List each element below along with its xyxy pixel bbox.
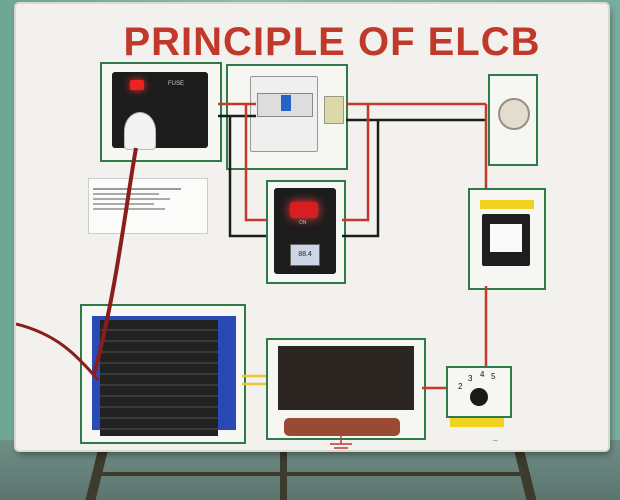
lamp-panel: [488, 74, 538, 166]
elcb-auxiliary-box: [324, 96, 344, 124]
breaker-test-button[interactable]: [281, 95, 291, 111]
switch-label: FUSE: [168, 81, 185, 87]
board-title: PRINCIPLE OF ELCB: [123, 20, 541, 64]
elcb-panel: [226, 64, 348, 170]
dial-number-2: 2: [458, 382, 463, 391]
switch-indicator-light: [130, 80, 144, 90]
resistor-base: [278, 346, 414, 410]
lcd-value: 88.4: [298, 251, 312, 258]
switch-display-panel: ON 88.4: [266, 180, 346, 284]
pencil-marks: ~: [492, 436, 499, 445]
wire-red-down: [244, 104, 266, 222]
fault-detector-panel: [468, 188, 546, 290]
switch2-label: ON: [299, 220, 307, 226]
plug-top[interactable]: [124, 112, 156, 150]
fault-detector-device: [482, 214, 530, 266]
elcb-breaker[interactable]: [250, 76, 318, 152]
wire-red-right: [342, 104, 370, 222]
cable-red-left: [16, 322, 100, 381]
switch-socket-unit: FUSE: [112, 72, 208, 150]
wiring-diagram: [16, 102, 488, 449]
selector-tag: [450, 418, 504, 427]
selector-panel: 2 3 4 5: [446, 366, 512, 418]
cable-red: [92, 147, 138, 375]
switch-display-unit: ON 88.4: [274, 188, 336, 274]
lcd-display: 88.4: [290, 244, 320, 266]
dial-number-3: 3: [468, 374, 473, 383]
wire-black-top: [218, 114, 486, 122]
dial-number-4: 4: [480, 370, 485, 379]
switch2-indicator-light: [290, 202, 318, 218]
socket-panel: FUSE: [100, 62, 222, 162]
selector-knob[interactable]: [470, 388, 488, 406]
description-card: [88, 178, 208, 234]
description-lines: [93, 185, 203, 213]
wire-yellow-link: [242, 374, 266, 386]
wire-black-right: [342, 120, 380, 238]
training-board: PRINCIPLE OF ELCB FUSE ON 88.4: [16, 4, 608, 450]
lamp-holder-icon: [498, 98, 530, 130]
earth-symbol: [330, 436, 352, 449]
resistor-panel: [266, 338, 426, 440]
fault-detector-window: [490, 224, 522, 252]
resistor-body: [284, 418, 400, 436]
dial-number-5: 5: [491, 372, 496, 381]
wire-black-down: [228, 116, 266, 238]
transformer-core: [100, 320, 218, 436]
transformer-panel: [80, 304, 246, 444]
stand-brace: [100, 472, 530, 476]
fault-detector-tag: [480, 200, 534, 209]
